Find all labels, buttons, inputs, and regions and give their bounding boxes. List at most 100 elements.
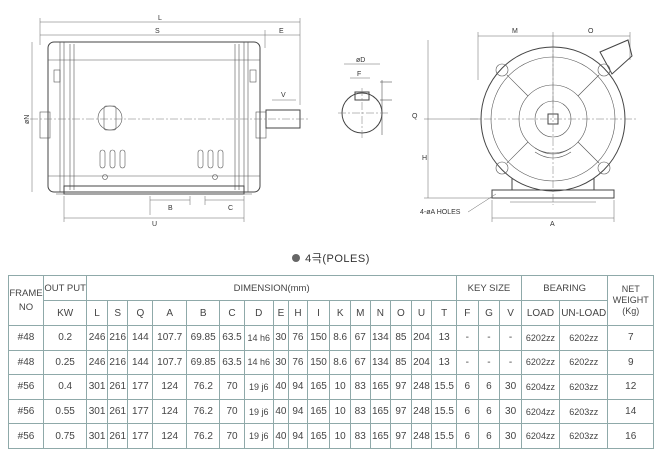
- header-dim-c: C: [219, 300, 245, 326]
- cell-frame: #48: [7, 349, 45, 376]
- cell-dim-b: 76.2: [186, 398, 221, 425]
- cell-dim-i: 165: [306, 423, 331, 449]
- cell-dim-b: 76.2: [186, 423, 221, 449]
- cell-bearing-unload: 6203zz: [558, 398, 609, 425]
- cell-dim-k: 10: [329, 398, 351, 425]
- cell-dim-a: 107.7: [152, 325, 188, 351]
- cell-key-g: 6: [477, 398, 501, 425]
- cell-dim-a: 107.7: [152, 349, 188, 376]
- cell-dim-i: 150: [306, 325, 331, 351]
- header-dim-m: M: [349, 300, 371, 326]
- label-holes: 4-øA HOLES: [420, 209, 461, 216]
- cell-dim-l: 301: [86, 423, 108, 449]
- cell-dim-h: 76: [288, 325, 308, 351]
- header-bearing: BEARING: [520, 275, 609, 301]
- label-a: A: [550, 221, 555, 228]
- header-net-weight: NET WEIGHT (Kg): [607, 275, 654, 326]
- cell-dim-u: 248: [410, 398, 433, 425]
- cell-dim-q: 177: [127, 423, 154, 449]
- cell-dim-t: 15.5: [431, 374, 458, 400]
- cell-dim-d: 19 j6: [243, 423, 274, 449]
- cell-key-g: -: [477, 349, 501, 376]
- cell-dim-o: 97: [390, 423, 412, 449]
- cell-key-v: 30: [499, 398, 522, 425]
- motor-spec-table: FRAME NO OUT PUT DIMENSION(mm) KEY SIZE …: [7, 275, 654, 449]
- header-row-columns: KW L S Q A B C D E H I K M N O U T F G V…: [9, 300, 654, 326]
- cell-key-g: 6: [477, 423, 501, 449]
- cell-dim-n: 134: [369, 349, 392, 376]
- header-dim-d: D: [243, 300, 274, 326]
- cell-dim-t: 15.5: [431, 398, 458, 425]
- cell-dim-e: 40: [272, 423, 290, 449]
- cell-dim-s: 261: [106, 398, 129, 425]
- cell-key-v: 30: [499, 423, 522, 449]
- cell-dim-a: 124: [152, 423, 188, 449]
- cell-kw: 0.75: [43, 423, 88, 449]
- cell-net-weight: 9: [607, 349, 654, 376]
- label-phi-n: øN: [24, 115, 31, 124]
- cell-dim-n: 165: [369, 423, 392, 449]
- cell-frame: #56: [7, 423, 45, 449]
- table-caption: 4극(POLES): [0, 250, 662, 266]
- header-dim-l: L: [86, 300, 108, 326]
- cell-dim-m: 67: [349, 325, 371, 351]
- cell-dim-k: 10: [329, 374, 351, 400]
- cell-dim-l: 246: [86, 325, 108, 351]
- cell-dim-k: 10: [329, 423, 351, 449]
- cell-dim-q: 144: [127, 325, 154, 351]
- cell-dim-u: 204: [410, 325, 433, 351]
- cell-dim-n: 165: [369, 398, 392, 425]
- cell-net-weight: 14: [607, 398, 654, 425]
- cell-net-weight: 16: [607, 423, 654, 449]
- motor-dimension-drawing: L S E V: [24, 15, 636, 228]
- cell-dim-s: 216: [106, 325, 129, 351]
- cell-dim-e: 40: [272, 398, 290, 425]
- cell-dim-o: 97: [390, 374, 412, 400]
- header-unload: UN-LOAD: [558, 300, 609, 326]
- cell-frame: #48: [7, 325, 45, 351]
- header-key-v: V: [499, 300, 522, 326]
- side-view: L S E V: [24, 15, 310, 228]
- cell-dim-n: 134: [369, 325, 392, 351]
- caption-text: 4극(POLES): [305, 253, 370, 265]
- cell-dim-d: 14 h6: [243, 325, 274, 351]
- header-frame-no: FRAME NO: [7, 275, 45, 326]
- cell-dim-d: 19 j6: [243, 398, 274, 425]
- cell-dim-c: 63.5: [219, 325, 245, 351]
- header-dim-q: Q: [127, 300, 154, 326]
- cell-dim-e: 40: [272, 374, 290, 400]
- cell-dim-n: 165: [369, 374, 392, 400]
- cell-bearing-unload: 6203zz: [558, 423, 609, 449]
- cell-dim-s: 261: [106, 423, 129, 449]
- cell-dim-i: 150: [306, 349, 331, 376]
- cell-key-g: 6: [477, 374, 501, 400]
- cell-bearing-unload: 6202zz: [558, 349, 609, 376]
- label-b: B: [168, 205, 173, 212]
- cell-dim-u: 248: [410, 423, 433, 449]
- cell-bearing-unload: 6203zz: [558, 374, 609, 400]
- cell-dim-i: 165: [306, 374, 331, 400]
- cell-dim-q: 177: [127, 374, 154, 400]
- cell-key-v: 30: [499, 374, 522, 400]
- cell-dim-u: 248: [410, 374, 433, 400]
- cell-key-f: 6: [456, 374, 479, 400]
- front-view: M O Q H: [412, 28, 636, 228]
- header-key-f: F: [456, 300, 479, 326]
- label-c: C: [228, 205, 233, 212]
- cell-dim-a: 124: [152, 374, 188, 400]
- cell-dim-e: 30: [272, 349, 290, 376]
- vent-slots-right: [197, 149, 224, 180]
- cell-kw: 0.2: [43, 325, 88, 351]
- label-phi-d: øD: [356, 57, 365, 64]
- cell-dim-u: 204: [410, 349, 433, 376]
- cell-dim-l: 246: [86, 349, 108, 376]
- shaft-detail: øD F: [338, 57, 392, 138]
- cell-dim-h: 94: [288, 374, 308, 400]
- header-dim-u: U: [410, 300, 433, 326]
- header-key-g: G: [477, 300, 501, 326]
- cell-dim-q: 144: [127, 349, 154, 376]
